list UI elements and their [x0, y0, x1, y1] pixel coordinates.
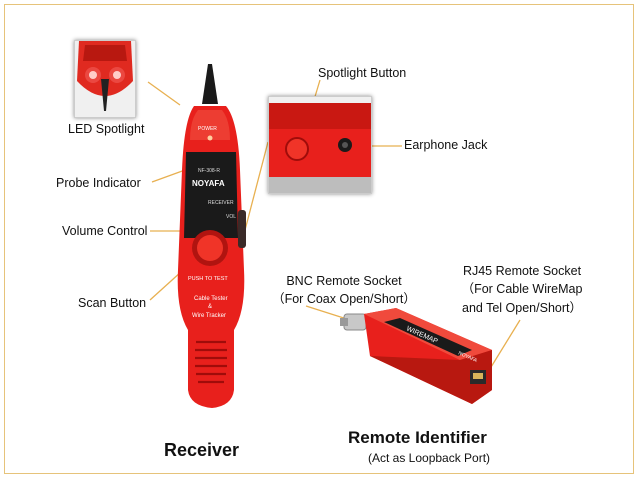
remote-device: WIREMAP NOYAFA: [340, 308, 492, 404]
label-bnc-socket: BNC Remote Socket （For Coax Open/Short）: [264, 274, 424, 307]
led-spotlight-inset: [74, 40, 136, 118]
brand-text: NOYAFA: [192, 179, 225, 188]
rj45-socket-line2: （For Cable WireMap: [461, 282, 583, 296]
wiremap-panel: [384, 318, 472, 356]
volume-wheel: [238, 210, 246, 248]
leader-rj45-socket: [487, 319, 521, 373]
rj45-socket-line3: and Tel Open/Short）: [462, 301, 582, 315]
bnc-connector: [340, 313, 367, 331]
receiver-device: POWER NF-308-R NOYAFA RECEIVER VOL PUSH …: [177, 64, 246, 408]
speaker-grill: [195, 340, 227, 384]
image-frame: [4, 4, 634, 474]
wire-tracker-text: Wire Tracker: [192, 313, 226, 319]
label-probe-indicator: Probe Indicator: [56, 176, 141, 190]
label-spotlight-button: Spotlight Button: [318, 66, 407, 80]
bnc-socket-line2: （For Coax Open/Short）: [272, 292, 416, 306]
label-led-spotlight: LED Spotlight: [68, 122, 145, 136]
push-to-test-text: PUSH TO TEST: [188, 276, 228, 282]
leader-led-spotlight: [147, 81, 181, 106]
amp-text: &: [208, 304, 212, 310]
remote-subtitle: (Act as Loopback Port): [368, 451, 491, 465]
label-earphone-jack: Earphone Jack: [404, 138, 488, 152]
vol-text: VOL: [226, 214, 236, 220]
receiver-panel: [184, 152, 238, 238]
label-scan-button: Scan Button: [78, 296, 147, 310]
power-text: POWER: [198, 126, 217, 132]
cable-tester-text: Cable Tester: [194, 296, 228, 302]
scan-button-cap: [197, 235, 223, 261]
receiver-text: RECEIVER: [208, 200, 234, 206]
led-spotlight-photo: [75, 41, 135, 117]
model-text: NF-308-R: [198, 168, 220, 174]
spotlight-button-photo: [269, 97, 371, 193]
receiver-title: Receiver: [164, 440, 240, 460]
leader-bnc-socket: [305, 305, 351, 321]
spotlight-button-cap: [285, 137, 309, 161]
label-volume-control: Volume Control: [62, 224, 148, 238]
leader-volume-zoom: [243, 141, 269, 235]
probe-tip: [202, 64, 218, 104]
probe-indicator-led: [207, 135, 213, 141]
bnc-socket-line1: BNC Remote Socket: [286, 274, 402, 288]
rj45-socket-line1: RJ45 Remote Socket: [462, 264, 582, 278]
label-rj45-socket: RJ45 Remote Socket （For Cable WireMap an…: [442, 264, 602, 316]
remote-title: Remote Identifier: [348, 428, 487, 447]
spotlight-button-inset: [268, 96, 372, 194]
